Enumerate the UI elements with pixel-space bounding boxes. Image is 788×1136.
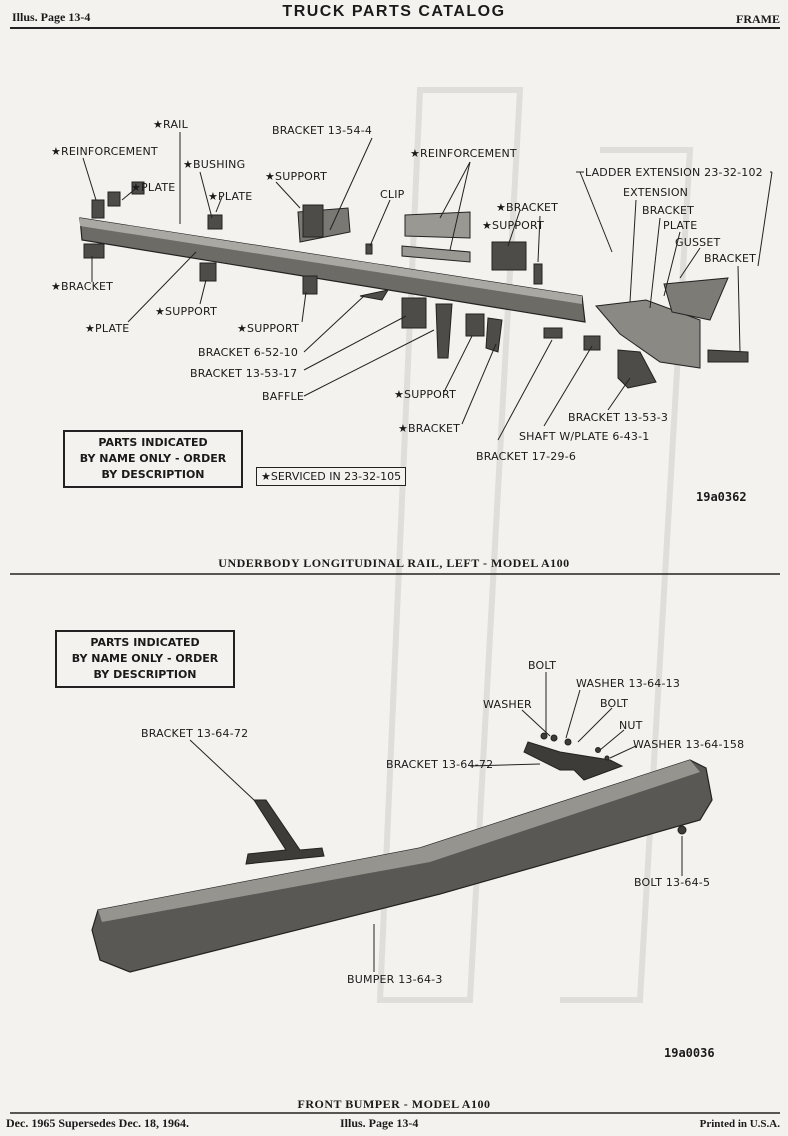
washer-158-part bbox=[604, 755, 610, 761]
support-part-top bbox=[302, 204, 324, 238]
page-reference: Illus. Page 13-4 bbox=[12, 10, 91, 24]
reinforcement-part-mid bbox=[404, 211, 471, 239]
figure-number: 19a0362 bbox=[696, 490, 747, 504]
support-part-bottom bbox=[465, 313, 485, 337]
label-bracket-mid: ★BRACKET bbox=[496, 201, 559, 214]
bracket-far-right-part bbox=[707, 349, 749, 363]
label-extension: EXTENSION bbox=[623, 186, 689, 199]
serviced-box: ★SERVICED IN 23-32-105 bbox=[256, 467, 407, 486]
label-support-low2: ★SUPPORT bbox=[237, 322, 299, 335]
footer-printed: Printed in U.S.A. bbox=[699, 1118, 780, 1130]
reinforcement-strip bbox=[401, 245, 471, 263]
label-bracket-17-29-6: BRACKET 17-29-6 bbox=[476, 450, 577, 463]
label-plate-right: PLATE bbox=[663, 219, 698, 232]
bracket-mid-part bbox=[523, 741, 624, 781]
label-bolt-13-64-5: BOLT 13-64-5 bbox=[634, 876, 711, 889]
label-shaft-plate: SHAFT W/PLATE 6-43-1 bbox=[519, 430, 650, 443]
bracket-part-left bbox=[83, 243, 105, 259]
note-line: BY DESCRIPTION bbox=[93, 668, 197, 681]
label-bracket-right: BRACKET bbox=[642, 204, 695, 217]
note-line: BY NAME ONLY - ORDER bbox=[79, 452, 227, 465]
label-reinforcement-mid: ★REINFORCEMENT bbox=[410, 147, 517, 160]
label-washer-13-64-13: WASHER 13-64-13 bbox=[576, 677, 681, 690]
label-support-top: ★SUPPORT bbox=[265, 170, 327, 183]
label-washer: WASHER bbox=[483, 698, 532, 711]
bracket-13-53-17-part bbox=[401, 297, 427, 329]
label-bracket-13-53-3: BRACKET 13-53-3 bbox=[568, 411, 669, 424]
bracket-17-29-6-part bbox=[543, 327, 563, 339]
note-line: BY NAME ONLY - ORDER bbox=[71, 652, 219, 665]
bolt-13-64-5-part bbox=[677, 825, 687, 835]
label-plate-low: ★PLATE bbox=[85, 322, 130, 335]
label-gusset: GUSSET bbox=[675, 236, 721, 249]
bolt-part-2 bbox=[564, 738, 572, 746]
label-bracket-13-54-4: BRACKET 13-54-4 bbox=[272, 124, 373, 137]
figure-caption: UNDERBODY LONGITUDINAL RAIL, LEFT - MODE… bbox=[218, 556, 570, 570]
bumper-part bbox=[91, 759, 713, 973]
washer-part bbox=[550, 734, 558, 742]
shaft-plate-part bbox=[583, 335, 601, 351]
bracket-6-52-10-part bbox=[359, 289, 390, 301]
parts-note-box: PARTS INDICATED BY NAME ONLY - ORDER BY … bbox=[63, 430, 243, 488]
clip-part bbox=[365, 243, 373, 255]
label-bracket-13-64-72-left: BRACKET 13-64-72 bbox=[141, 727, 249, 740]
label-support-mid: ★SUPPORT bbox=[482, 219, 544, 232]
plate-part bbox=[107, 191, 121, 207]
support-part-low2 bbox=[302, 275, 318, 295]
label-nut: NUT bbox=[619, 719, 643, 732]
plate-part-small bbox=[131, 181, 145, 195]
figure-number-2: 19a0036 bbox=[664, 1046, 715, 1060]
label-bolt-2: BOLT bbox=[600, 697, 629, 710]
footer-date: Dec. 1965 Supersedes Dec. 18, 1964. bbox=[6, 1116, 189, 1130]
label-bracket-13-64-72-mid: BRACKET 13-64-72 bbox=[386, 758, 494, 771]
ghost-frame-shape bbox=[376, 87, 524, 1003]
figure-caption-2: FRONT BUMPER - MODEL A100 bbox=[297, 1097, 491, 1111]
label-bumper: BUMPER 13-64-3 bbox=[347, 973, 443, 986]
label-bracket-13-53-17: BRACKET 13-53-17 bbox=[190, 367, 298, 380]
footer-page: Illus. Page 13-4 bbox=[340, 1116, 419, 1130]
support-part-mid bbox=[491, 241, 527, 271]
extension-part bbox=[595, 299, 701, 369]
note-line: PARTS INDICATED bbox=[90, 636, 200, 649]
label-bracket-far-right: BRACKET bbox=[704, 252, 757, 265]
label-ladder-extension: LADDER EXTENSION 23-32-102 bbox=[585, 166, 763, 179]
bracket-part-bottom bbox=[485, 317, 503, 353]
nut-part bbox=[595, 747, 601, 753]
baffle-part bbox=[435, 303, 453, 359]
label-plate-1: ★PLATE bbox=[131, 181, 176, 194]
label-bushing: ★BUSHING bbox=[183, 158, 246, 171]
catalog-title: TRUCK PARTS CATALOG bbox=[282, 3, 506, 20]
label-support-low1: ★SUPPORT bbox=[155, 305, 217, 318]
rail-part bbox=[79, 217, 586, 323]
ghost-frame-shape-2 bbox=[560, 147, 694, 1003]
bracket-13-53-3-part bbox=[617, 349, 657, 389]
parts-note-box-2: PARTS INDICATED BY NAME ONLY - ORDER BY … bbox=[55, 630, 235, 688]
support-part-low bbox=[199, 262, 217, 282]
label-bracket-left: ★BRACKET bbox=[51, 280, 114, 293]
label-bracket-6-52-10: BRACKET 6-52-10 bbox=[198, 346, 299, 359]
bracket-left-part bbox=[245, 799, 325, 865]
section-name: FRAME bbox=[736, 12, 780, 26]
label-baffle: BAFFLE bbox=[262, 390, 305, 403]
label-plate-2: ★PLATE bbox=[208, 190, 253, 203]
label-clip: CLIP bbox=[380, 188, 405, 201]
label-washer-13-64-158: WASHER 13-64-158 bbox=[633, 738, 745, 751]
label-bolt-top: BOLT bbox=[528, 659, 557, 672]
label-rail: ★RAIL bbox=[153, 118, 188, 131]
reinforcement-part bbox=[91, 199, 105, 219]
note-line: PARTS INDICATED bbox=[98, 436, 208, 449]
note-line: BY DESCRIPTION bbox=[101, 468, 205, 481]
bolt-part bbox=[540, 732, 548, 740]
label-support-bottom: ★SUPPORT bbox=[394, 388, 456, 401]
label-reinforcement-left: ★REINFORCEMENT bbox=[51, 145, 158, 158]
gusset-part bbox=[663, 277, 729, 321]
header-rule bbox=[10, 27, 780, 29]
bracket-part-mid bbox=[533, 263, 543, 285]
bushing-part bbox=[207, 214, 223, 230]
label-bracket-bottom: ★BRACKET bbox=[398, 422, 461, 435]
